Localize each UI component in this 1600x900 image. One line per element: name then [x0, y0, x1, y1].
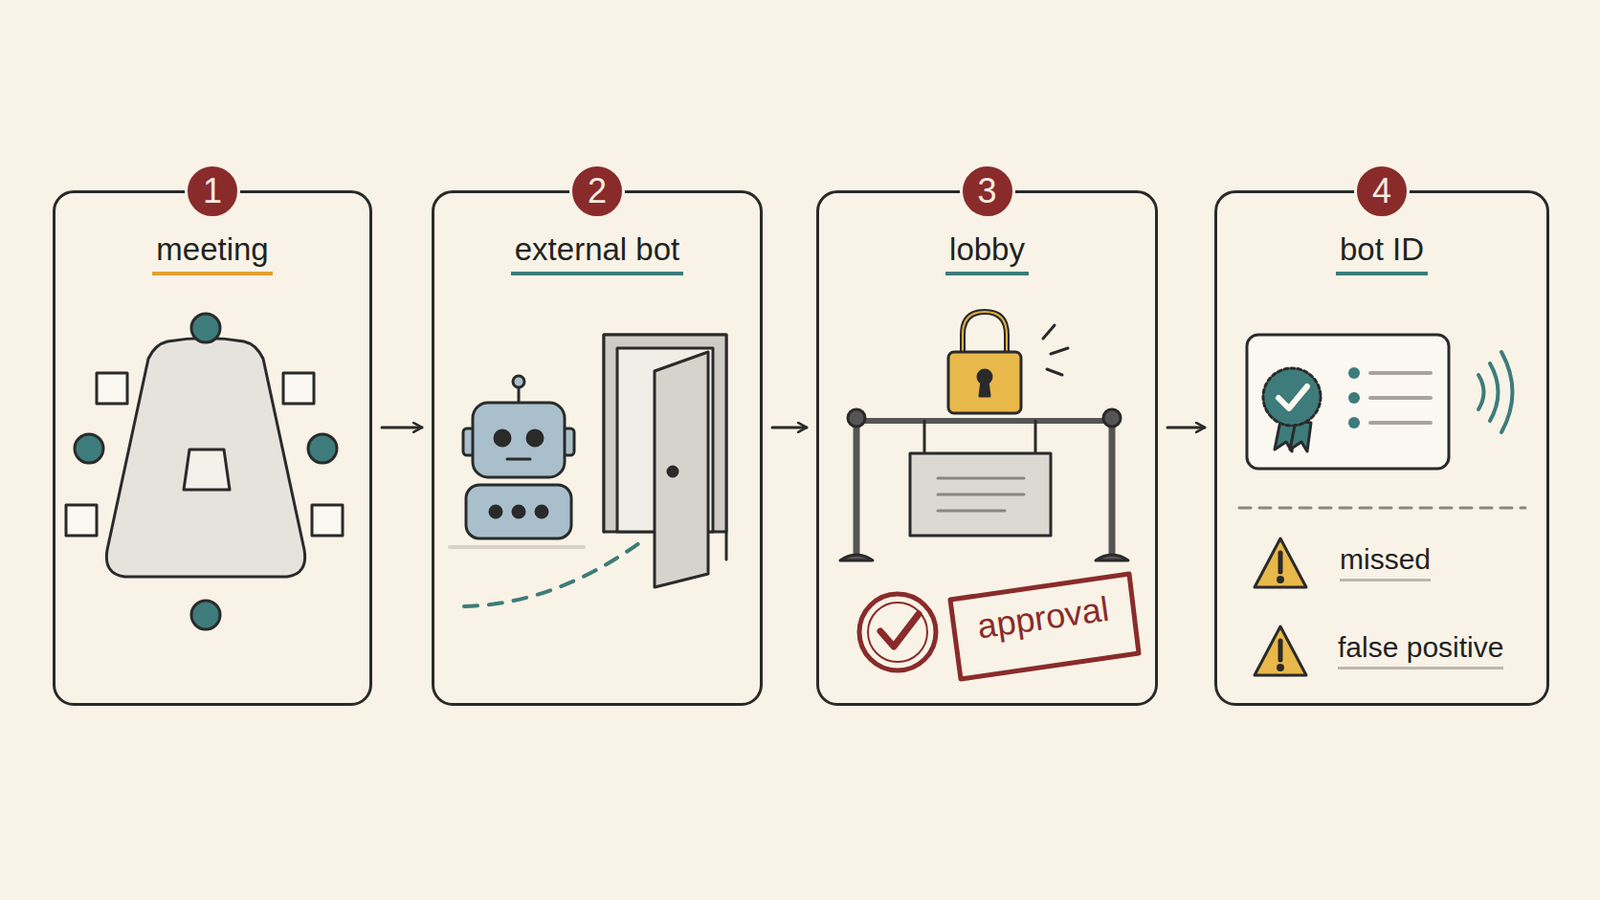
flow-arrow: [381, 425, 423, 429]
panel-heading: external bot: [511, 231, 684, 276]
panel-heading: meeting: [152, 231, 272, 276]
step-number: 3: [959, 163, 1016, 220]
approval-stamp: [859, 574, 1139, 680]
panel-heading-wrap: lobby: [819, 231, 1156, 276]
robot: [449, 376, 584, 548]
panel-heading-wrap: external bot: [434, 231, 760, 276]
warning-note: missed: [1339, 543, 1431, 582]
step-number: 1: [184, 163, 241, 220]
step-panel: external bot: [431, 190, 763, 707]
id-card: [1239, 334, 1526, 509]
meeting-table: [66, 313, 343, 630]
padlock: [948, 311, 1068, 414]
panel-heading: lobby: [945, 231, 1029, 276]
step-number: 2: [569, 163, 625, 220]
step-panel: bot ID: [1214, 190, 1550, 707]
panel-heading: bot ID: [1335, 231, 1428, 276]
stanchion-barrier: [840, 409, 1129, 561]
panel-heading-wrap: meeting: [55, 231, 370, 276]
flow-arrow: [772, 425, 807, 429]
step-panel: meeting: [52, 190, 373, 707]
open-door: [464, 334, 727, 607]
flow-arrow: [1167, 425, 1205, 429]
panel-heading-wrap: bot ID: [1217, 231, 1547, 276]
step-number: 4: [1354, 163, 1410, 220]
stamp-text: approval: [974, 588, 1112, 647]
warning-note: false positive: [1337, 631, 1504, 670]
warning-signs: [1254, 538, 1307, 676]
